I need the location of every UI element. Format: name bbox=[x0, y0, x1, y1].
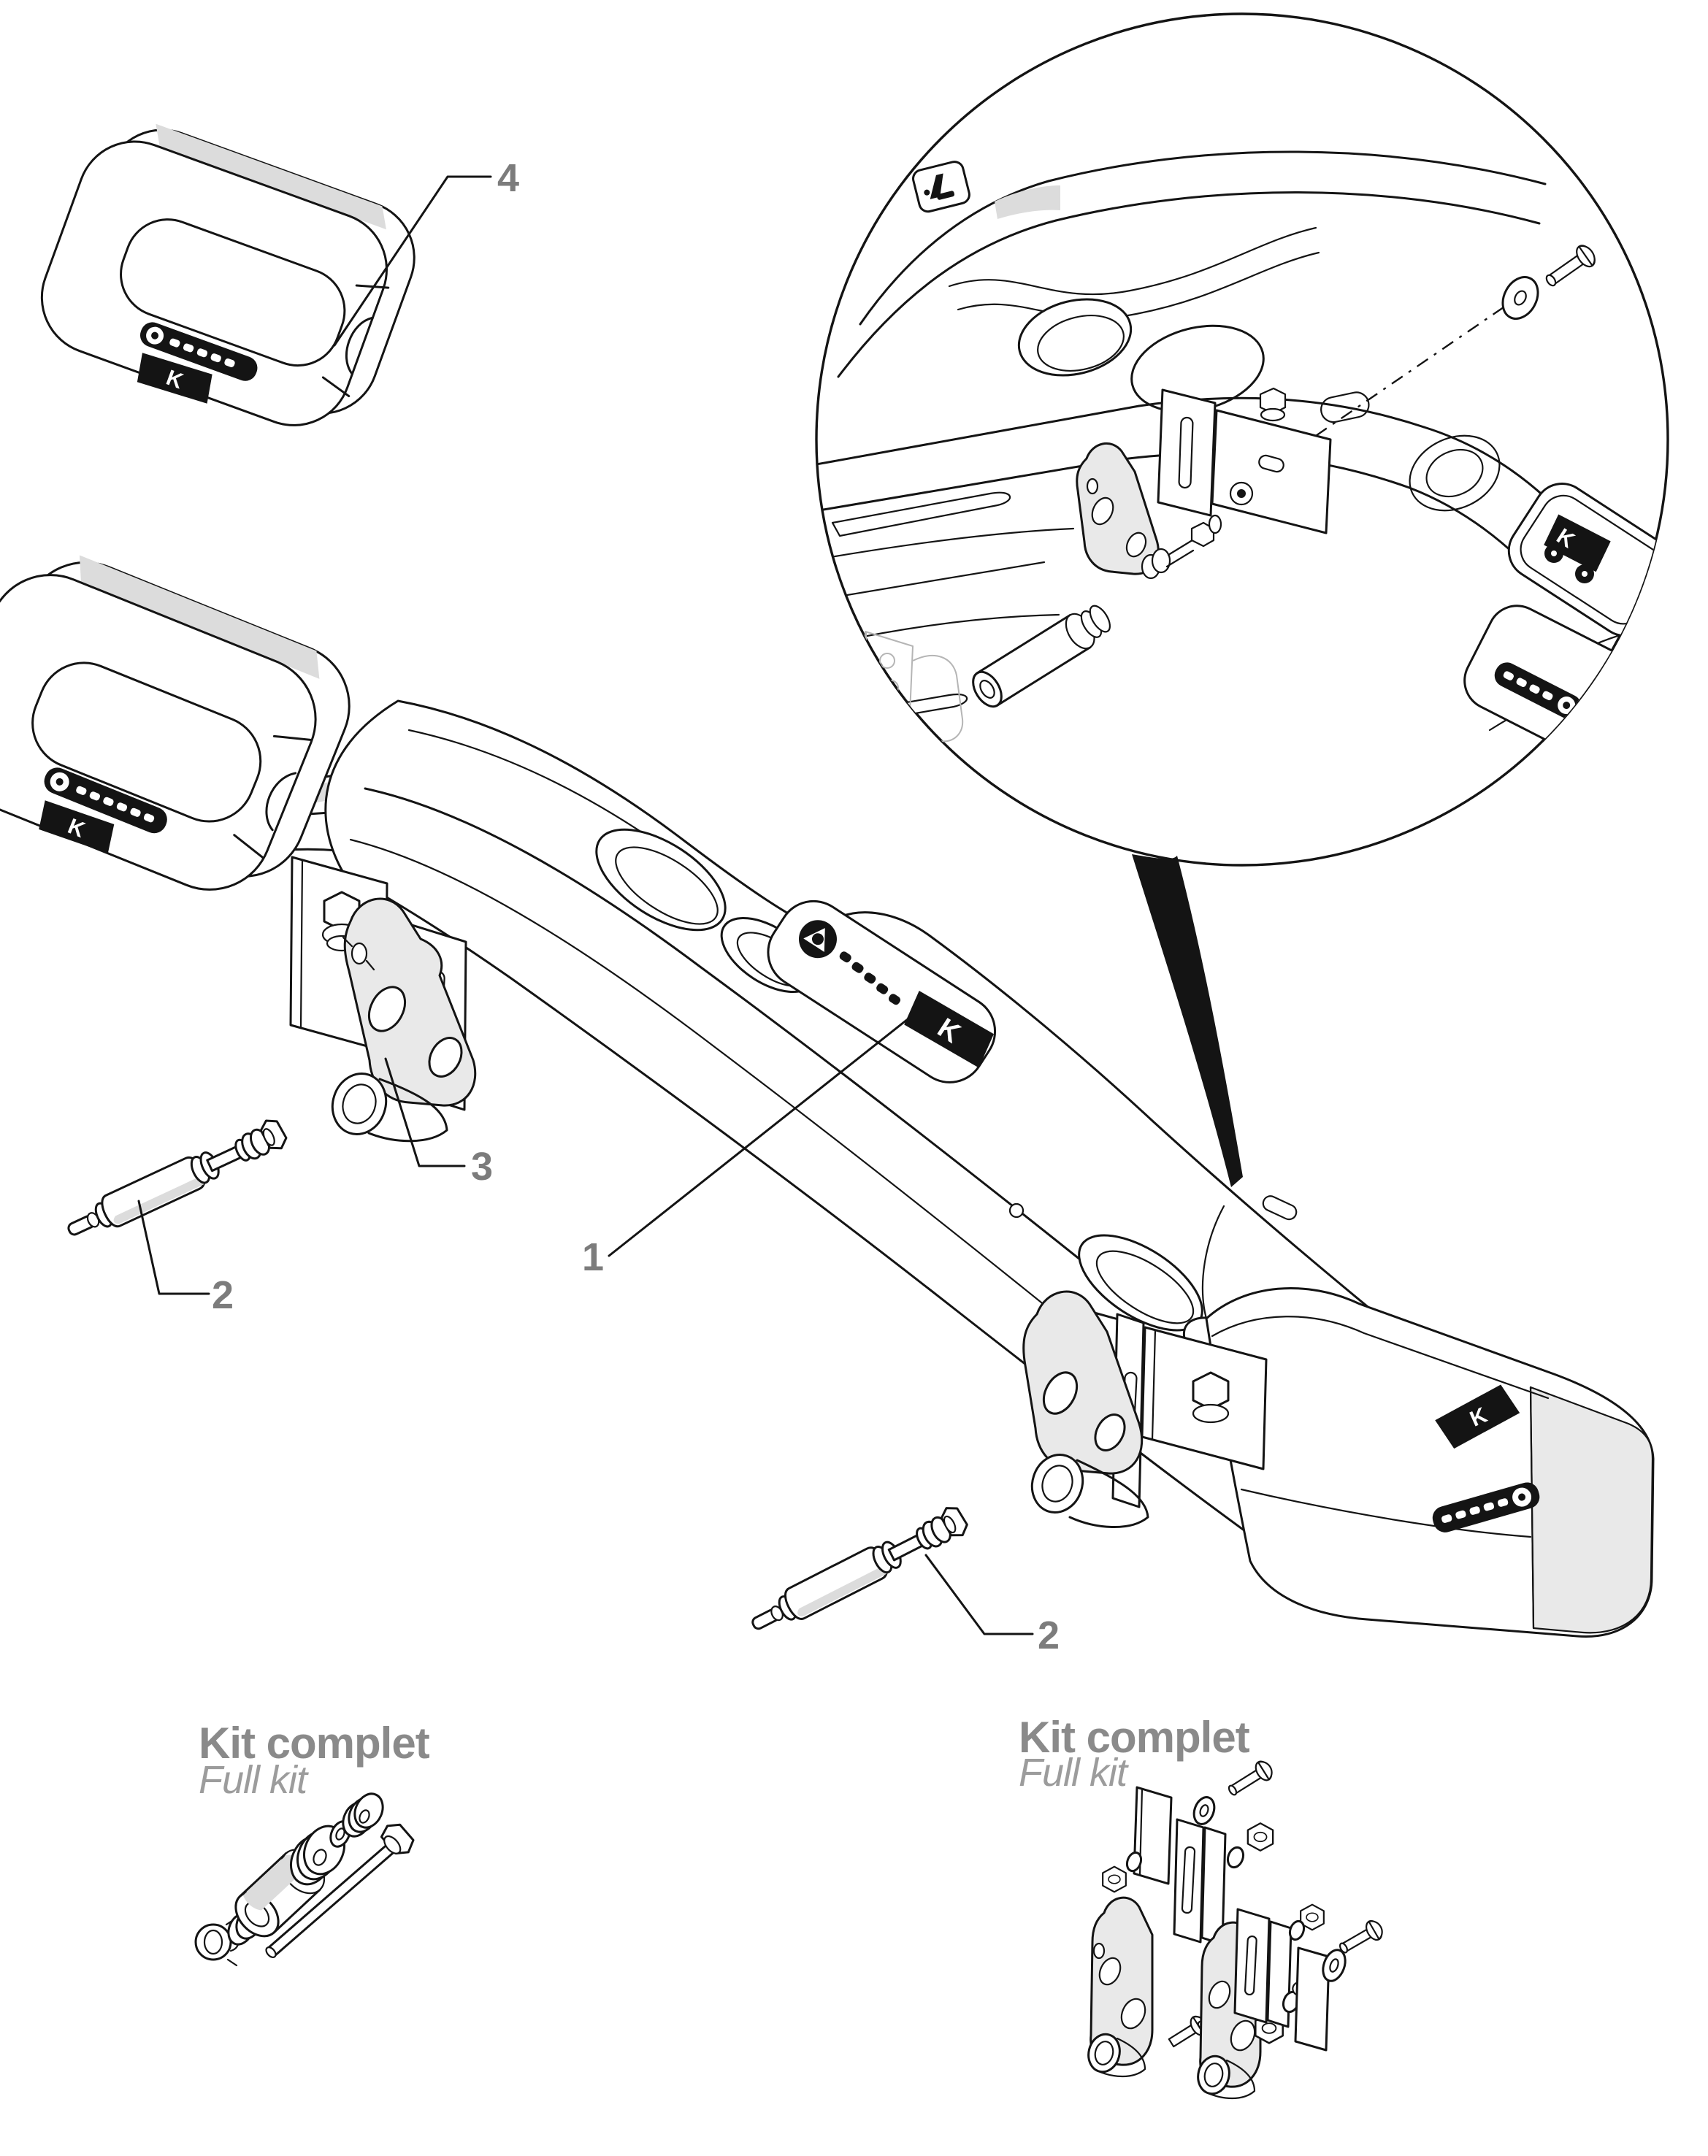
callout-2a: 2 bbox=[212, 1273, 234, 1317]
callout-2b: 2 bbox=[1038, 1614, 1060, 1657]
bracket-assembly-right bbox=[1022, 1290, 1268, 1529]
k-logo-icon: K bbox=[137, 353, 212, 404]
k-logo-icon: K bbox=[1435, 1384, 1520, 1449]
inset-bolt-head bbox=[1259, 387, 1287, 415]
callout-leader-2a bbox=[137, 1200, 210, 1295]
beam-small-slot bbox=[1262, 1195, 1298, 1221]
kit-right-subtitle: Full kit bbox=[1019, 1751, 1129, 1795]
inset-pivot-pin bbox=[972, 605, 1111, 708]
callouts: 4 3 1 2 2 bbox=[137, 156, 1060, 1657]
recycling-mark-icon bbox=[798, 920, 901, 1005]
part-4-shackle: K bbox=[40, 123, 415, 426]
kit-clevis-1 bbox=[1087, 1896, 1154, 2077]
leader-pointer bbox=[1132, 854, 1243, 1187]
callout-leader-2b bbox=[924, 1554, 1034, 1635]
inset-clevis-hanger bbox=[1076, 442, 1160, 575]
recycling-mark-icon bbox=[1494, 662, 1582, 719]
kit-right: Kit complet Full kit bbox=[1019, 1713, 1383, 2099]
k-logo-icon: K bbox=[39, 800, 115, 853]
callout-leader-3 bbox=[384, 1057, 466, 1167]
bolt-assembly-left bbox=[61, 1115, 291, 1248]
kit-left: Kit complet Full kit bbox=[194, 1719, 431, 1967]
kit-left-title: Kit complet bbox=[199, 1719, 430, 1768]
assembly-axis-line bbox=[1239, 300, 1514, 488]
kit-right-title: Kit complet bbox=[1019, 1713, 1250, 1762]
beam-right-end: K bbox=[1201, 1205, 1655, 1638]
callout-1: 1 bbox=[582, 1235, 604, 1279]
beam-left-clevis: K bbox=[0, 555, 351, 891]
detail-inset-content: K bbox=[816, 150, 1668, 776]
recycling-mark-icon bbox=[44, 767, 167, 834]
k-logo-icon bbox=[1544, 514, 1611, 572]
callout-3: 3 bbox=[471, 1145, 493, 1189]
part-3-bracket bbox=[289, 856, 477, 1143]
kit-left-parts bbox=[194, 1792, 415, 1967]
recycling-mark-icon bbox=[1432, 1482, 1540, 1532]
callout-4: 4 bbox=[497, 156, 519, 200]
k-logo-icon bbox=[904, 991, 994, 1068]
detail-inset: K bbox=[815, 12, 1669, 867]
callout-leader-4 bbox=[333, 175, 492, 347]
beam-hole bbox=[1008, 1202, 1025, 1219]
kit-left-subtitle: Full kit bbox=[199, 1758, 309, 1802]
beam-marking-k-logo: K bbox=[904, 991, 994, 1068]
callout-leader-1 bbox=[608, 1018, 909, 1257]
anchor-emblem-icon bbox=[912, 161, 970, 213]
recycling-mark-icon bbox=[139, 322, 258, 381]
inset-screw bbox=[1545, 245, 1596, 287]
kit-right-parts bbox=[1087, 1760, 1383, 2099]
